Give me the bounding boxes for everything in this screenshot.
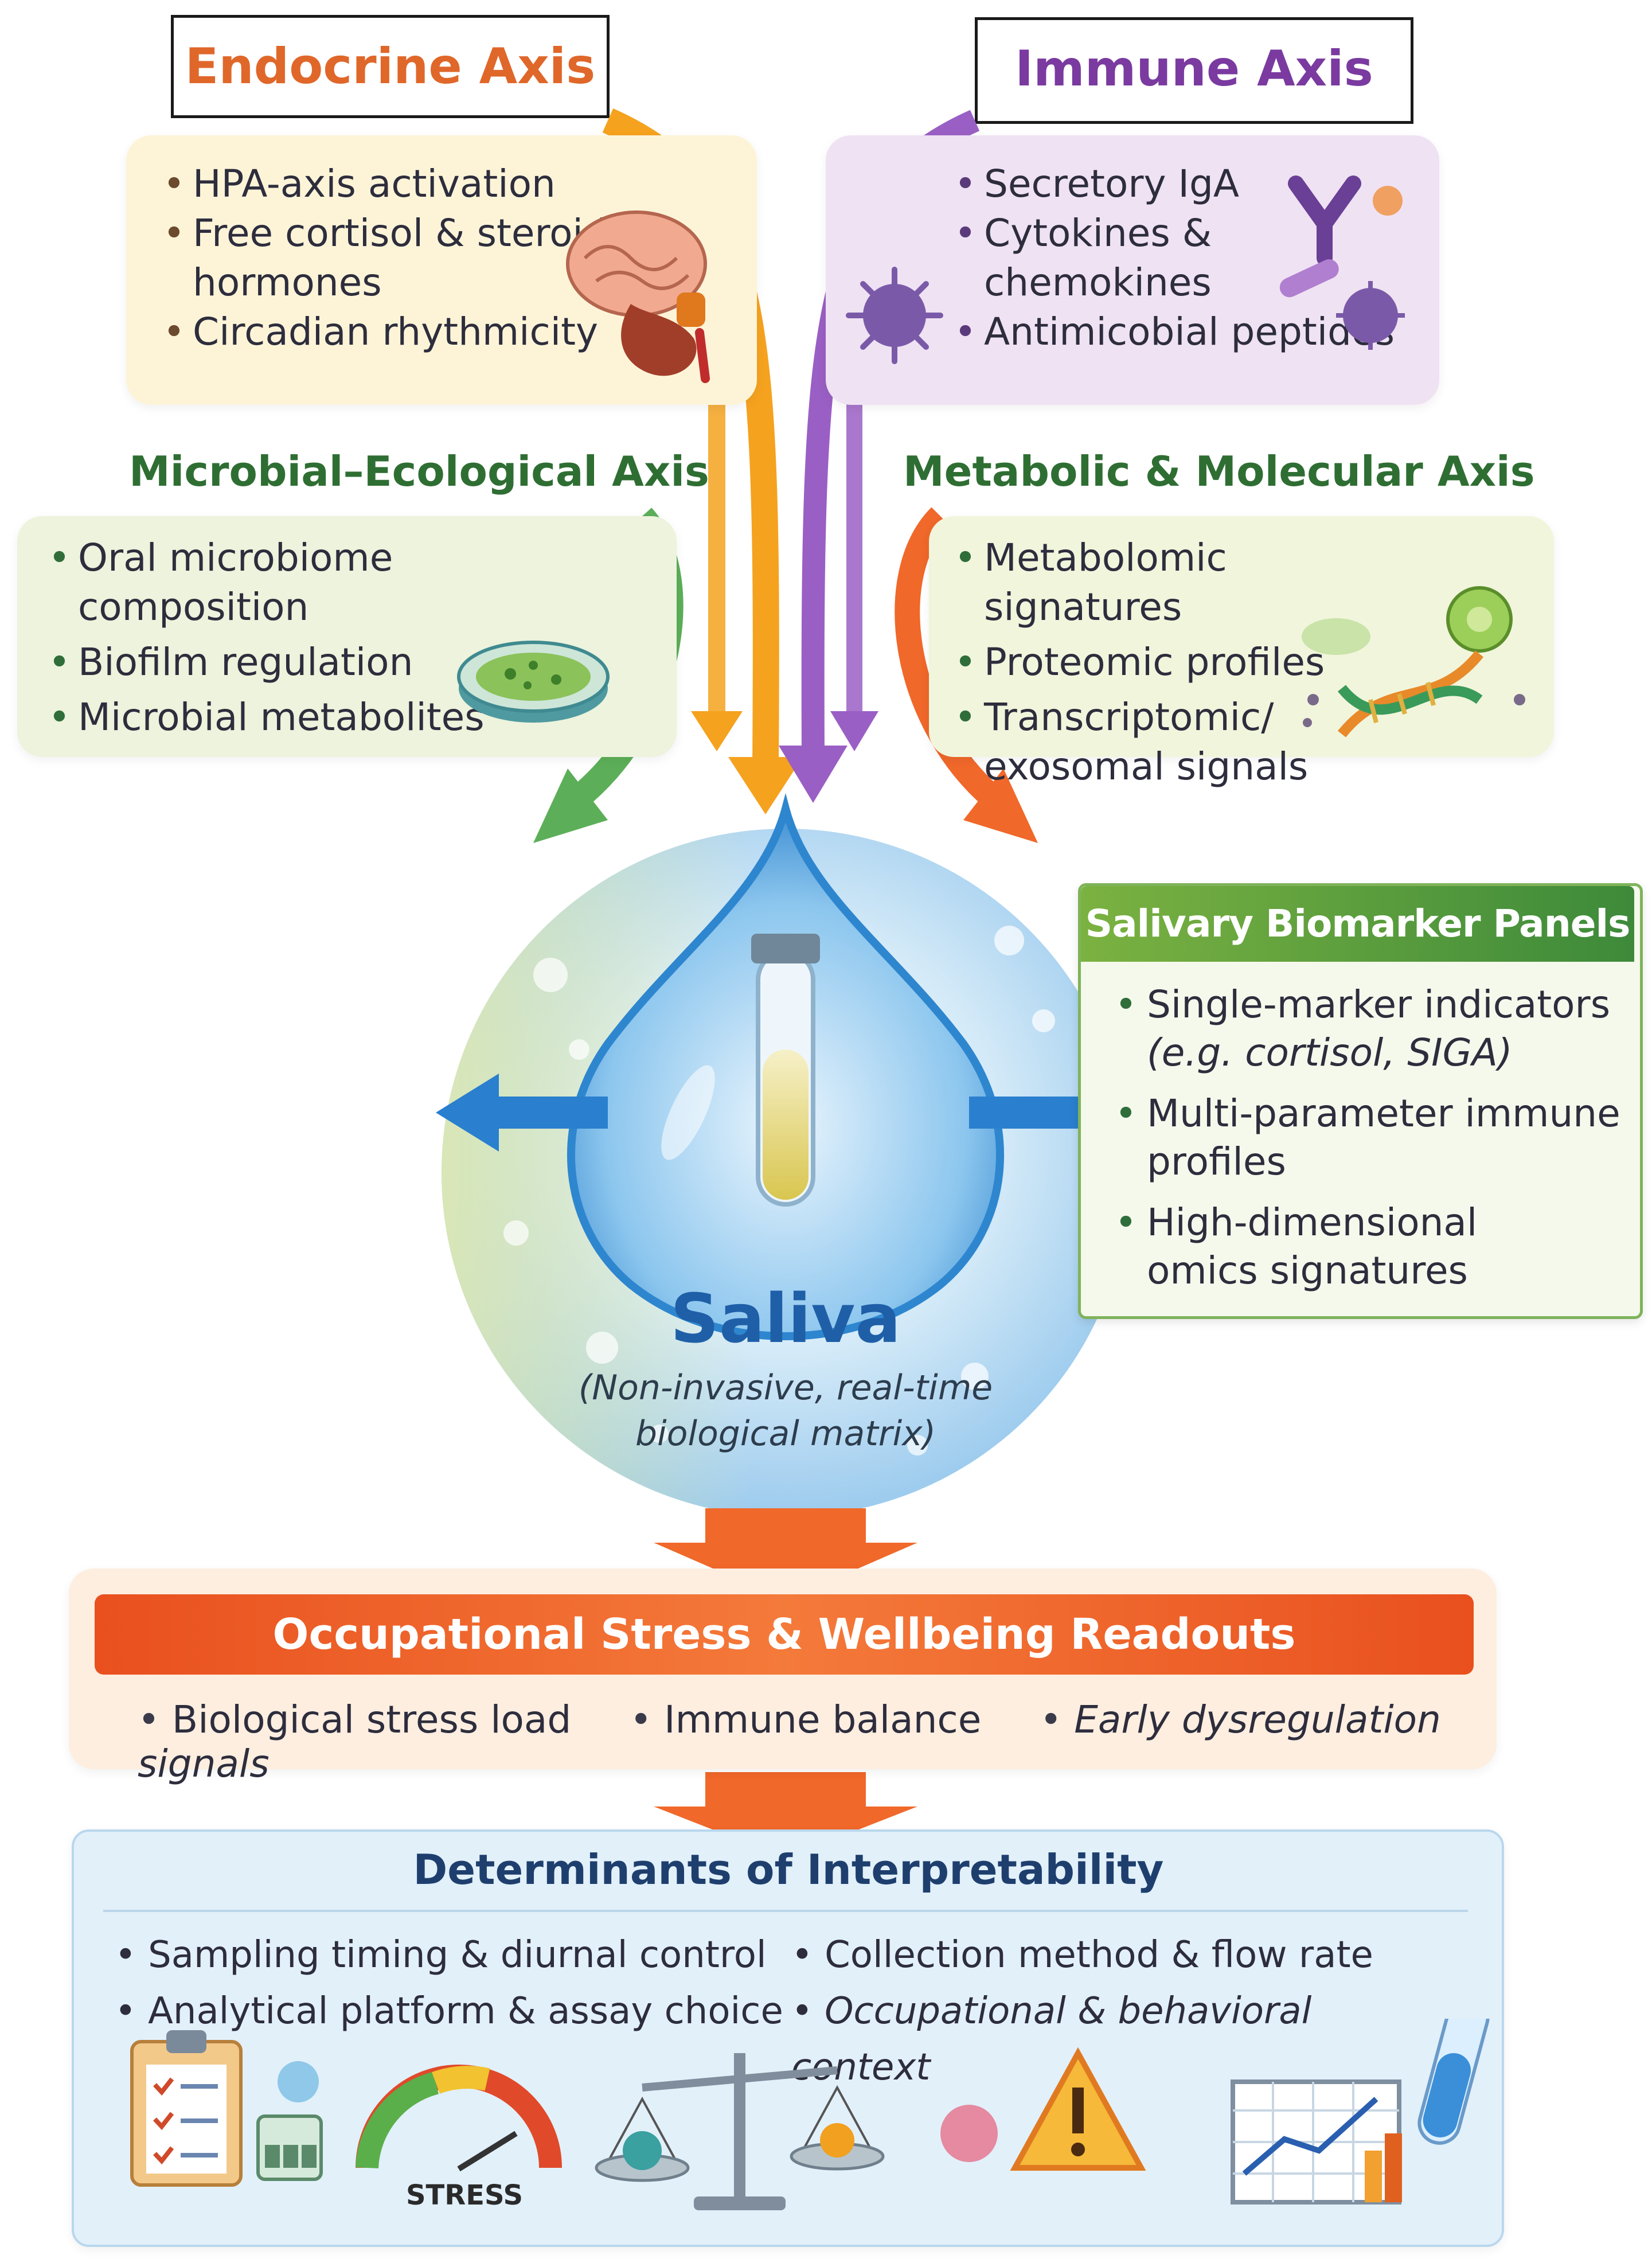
metabolic-item: Transcriptomic/ (952, 693, 1353, 742)
blood-tube-icon (1417, 2019, 1490, 2145)
clipboard-icon (130, 2030, 323, 2187)
biomarker-item-continued: profiles (1147, 1140, 1286, 1184)
determinant-item: Occupational & behavioral context (791, 1990, 1312, 2089)
brain-icon (566, 210, 710, 383)
sphere-highlights (503, 926, 1055, 1456)
metabolic-list: Metabolomic signatures Proteomic profile… (952, 533, 1353, 791)
microbial-item: Biofilm regulation (46, 638, 619, 687)
biomarker-item-continued: omics signatures (1147, 1249, 1468, 1293)
balance-scale-icon (595, 2053, 885, 2210)
virus-icon (846, 267, 943, 364)
determinants-right-list: • Collection method & flow rate • Occupa… (791, 1934, 1373, 2089)
determinant-item: Analytical platform & assay choice (148, 1990, 783, 2032)
saliva-title: Saliva (670, 1279, 901, 1358)
microbial-item: Microbial metabolites (46, 693, 619, 742)
endocrine-item: HPA-axis activation (161, 159, 677, 209)
saliva-subtitle-line1: (Non-invasive, real-time (578, 1368, 993, 1408)
endocrine-axis-title: Endocrine Axis (185, 38, 596, 95)
microbial-list: Oral microbiome composition Biofilm regu… (46, 533, 619, 742)
petri-dish-icon (457, 641, 610, 723)
immune-item: Secretory IgA (952, 159, 1411, 209)
determinants-left-list: • Sampling timing & diurnal control • An… (115, 1934, 783, 2032)
warning-icon (940, 2047, 1146, 2171)
readout-item: Early dysregulation signals (138, 1698, 1441, 1786)
determinants-icons (130, 2019, 1490, 2210)
test-tube-icon (751, 934, 820, 1207)
immune-axis-title: Immune Axis (1015, 40, 1373, 97)
immune-item: Antimicobial peptides (952, 307, 1411, 357)
readouts-title-bar (95, 1594, 1474, 1675)
biomarker-panel-title: Salivary Biomarker Panels (1085, 902, 1631, 946)
down-arrow-1 (654, 1508, 917, 1600)
metabolic-arrow (895, 507, 1038, 843)
endocrine-item-continued: hormones (193, 260, 382, 305)
immune-axis-title-box: Immune Axis (975, 17, 1413, 124)
endocrine-list: HPA-axis activation Free cortisol & ster… (161, 159, 677, 357)
metabolic-axis-title: Metabolic & Molecular Axis (903, 447, 1535, 496)
biomarker-panel-header (1081, 886, 1634, 962)
determinant-item: Sampling timing & diurnal control (148, 1934, 767, 1976)
determinants-title: Determinants of Interpretability (413, 1846, 1164, 1894)
down-arrow-2 (654, 1772, 917, 1858)
biomarker-item: Multi-parameter immune (1147, 1091, 1620, 1136)
stress-gauge-icon (356, 2065, 562, 2172)
immune-item: Cytokines & (952, 209, 1411, 258)
microbial-axis-title: Microbial–Ecological Axis (129, 447, 709, 496)
endocrine-axis-title-box: Endocrine Axis (171, 15, 610, 118)
saliva-subtitle-line2: biological matrix) (635, 1414, 936, 1454)
biomarker-item: Single-marker indicators (1147, 982, 1611, 1027)
stress-gauge-label: STRESS (405, 2179, 524, 2211)
readouts-title: Occupational Stress & Wellbeing Readouts (272, 1610, 1296, 1659)
endocrine-item: Circadian rhythmicity (161, 307, 677, 357)
metabolic-item: Proteomic profiles (952, 638, 1353, 687)
biomarker-panel-list: •Single-marker indicators (e.g. cortisol… (1115, 981, 1623, 1295)
microbial-item: Oral microbiome composition (46, 533, 619, 632)
left-blue-arrow (436, 1074, 608, 1152)
immune-list: Secretory IgA Cytokines & chemokines Ant… (952, 159, 1411, 357)
immune-item-continued: chemokines (984, 260, 1212, 305)
biomarker-item: High-dimensional (1147, 1200, 1478, 1244)
endocrine-item: Free cortisol & steroid (161, 209, 677, 258)
biomarker-item-example: (e.g. cortisol, SIGA) (1147, 1031, 1513, 1075)
antibody-icon (1279, 175, 1405, 350)
metabolic-item: Metabolomic signatures (952, 533, 1353, 632)
chart-board-icon (1231, 2079, 1402, 2205)
readout-item: Immune balance (664, 1698, 982, 1742)
readout-item: Biological stress load (171, 1698, 572, 1742)
dna-cell-icon (1302, 586, 1525, 738)
determinant-item: Collection method & flow rate (825, 1934, 1373, 1976)
determinants-divider (103, 1910, 1468, 1912)
readouts-items: • Biological stress load • Immune balanc… (138, 1698, 1441, 1786)
metabolic-item-continued: exosomal signals (984, 744, 1309, 789)
